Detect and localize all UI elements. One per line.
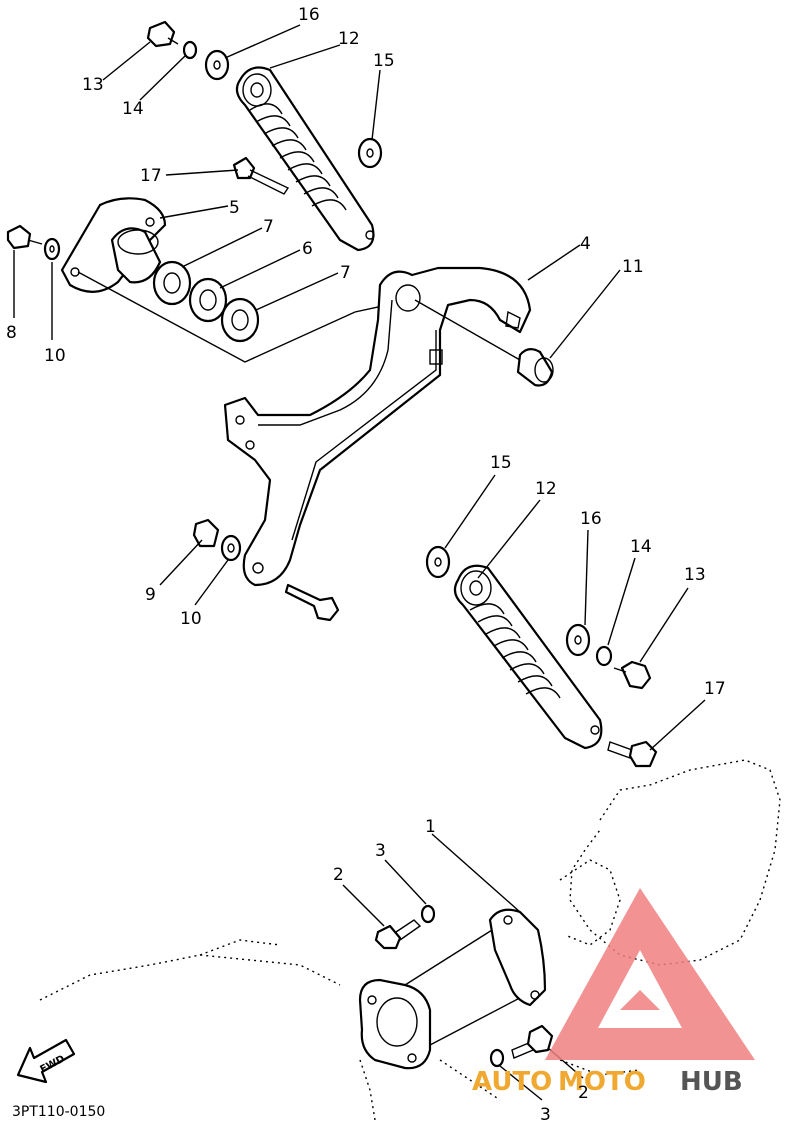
callout-5: 5 xyxy=(229,198,240,218)
callout-12-top: 12 xyxy=(338,29,360,49)
watermark-auto: AUTO xyxy=(472,1067,552,1097)
rear-arm-part-4 xyxy=(223,266,532,587)
callout-16-top: 16 xyxy=(298,5,320,25)
callout-13-lower: 13 xyxy=(684,565,706,585)
callout-13-top: 13 xyxy=(82,75,104,95)
callout-14-lower: 14 xyxy=(630,537,652,557)
callout-17-lower: 17 xyxy=(704,679,726,699)
background-outline xyxy=(39,759,781,1121)
callout-2-lower: 2 xyxy=(578,1083,589,1103)
shock-absorber-lower xyxy=(453,564,603,750)
callout-8: 8 xyxy=(6,323,17,343)
callout-10-lower: 10 xyxy=(180,609,202,629)
watermark-logo xyxy=(545,888,755,1060)
callout-12-lower: 12 xyxy=(535,479,557,499)
callout-6: 6 xyxy=(302,239,313,259)
bearings xyxy=(152,260,260,343)
callout-11: 11 xyxy=(622,257,644,277)
watermark-hub: HUB xyxy=(680,1067,743,1097)
watermark-moto: MOTO xyxy=(558,1067,646,1097)
collar-part-11 xyxy=(414,299,554,387)
callout-4: 4 xyxy=(580,234,591,254)
callout-2-upper: 2 xyxy=(333,865,344,885)
callout-7-lower: 7 xyxy=(340,263,351,283)
callout-3-lower: 3 xyxy=(540,1105,551,1125)
fwd-arrow-icon: FWD xyxy=(16,1038,76,1084)
callout-16-lower: 16 xyxy=(580,509,602,529)
callout-10-upper: 10 xyxy=(44,346,66,366)
bracket-part-5 xyxy=(60,197,167,293)
fasteners xyxy=(6,20,658,768)
callout-17-top: 17 xyxy=(140,166,162,186)
callout-3-upper: 3 xyxy=(375,841,386,861)
callout-15-top: 15 xyxy=(373,51,395,71)
diagram-code: 3PT110-0150 xyxy=(12,1104,105,1120)
callout-15-lower: 15 xyxy=(490,453,512,473)
callout-14-top: 14 xyxy=(122,99,144,119)
callout-1: 1 xyxy=(425,817,436,837)
shock-absorber-upper xyxy=(235,66,375,252)
callout-7-upper: 7 xyxy=(263,217,274,237)
callout-9: 9 xyxy=(145,585,156,605)
engine-mount-part-1 xyxy=(358,904,554,1070)
leader-lines xyxy=(13,24,706,1101)
